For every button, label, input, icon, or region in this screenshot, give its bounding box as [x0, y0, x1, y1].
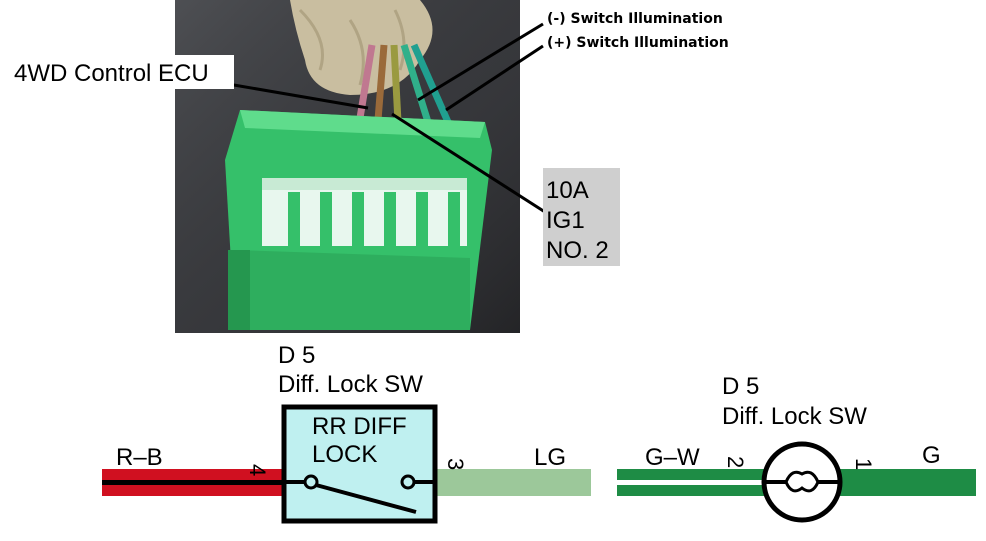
fuse-line-3: NO. 2 [546, 237, 609, 264]
fuse-line-1: 10A [546, 177, 589, 204]
right-switch-code: D 5 [722, 373, 759, 400]
switch-box-line-1: RR DIFF [312, 413, 407, 440]
ecu-label: 4WD Control ECU [14, 60, 209, 87]
wire-g-w-label: G–W [645, 444, 700, 471]
ecu-label-bg [8, 55, 234, 89]
switch-box [281, 404, 438, 524]
fuse-line-2: IG1 [546, 207, 585, 234]
switch-box-line-2: LOCK [312, 441, 377, 468]
connector-photo [175, 0, 520, 333]
left-switch-code: D 5 [278, 342, 315, 369]
wire-r-b-label: R–B [116, 444, 163, 471]
wire-g-label: G [922, 442, 941, 469]
left-switch-schematic: D 5 Diff. Lock SW R–B LG RR DIFF LOCK 4 … [102, 342, 591, 524]
pin-1: 1 [851, 458, 876, 470]
pin-4: 4 [245, 464, 270, 476]
right-switch-name: Diff. Lock SW [722, 403, 867, 430]
wire-lg-label: LG [534, 444, 566, 471]
left-switch-name: Diff. Lock SW [278, 371, 423, 398]
pin-3: 3 [443, 458, 468, 470]
leader-lines [227, 22, 546, 214]
wire-g [840, 469, 976, 496]
right-switch-schematic: D 5 Diff. Lock SW G–W G 2 1 [617, 373, 976, 523]
wire-lg [434, 469, 591, 496]
fuse-label-box: 10A IG1 NO. 2 [543, 168, 620, 266]
neg-illum-label: (-) Switch Illumination [547, 11, 723, 27]
pos-illum-label: (+) Switch Illumination [547, 35, 729, 51]
green-connector [225, 110, 492, 330]
pin-2: 2 [723, 456, 748, 468]
